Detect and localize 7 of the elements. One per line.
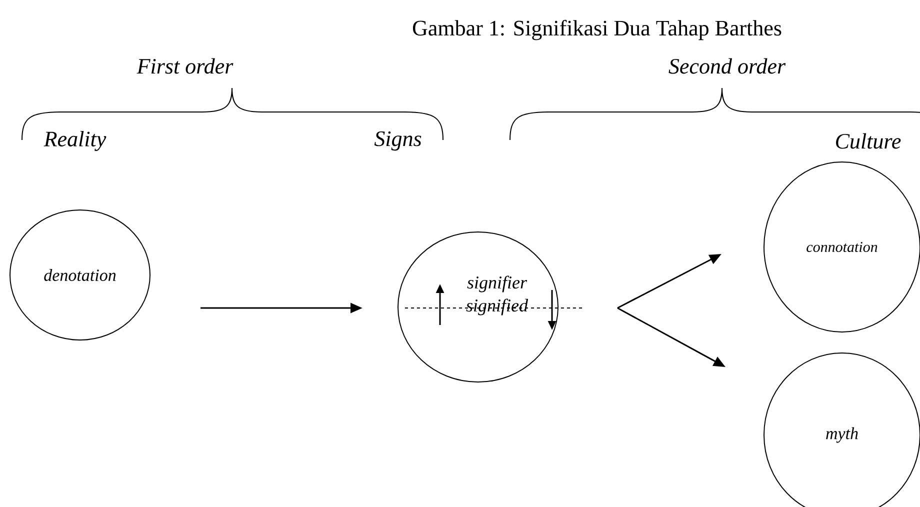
figure-title: Gambar 1: Signifikasi Dua Tahap Barthes bbox=[412, 20, 782, 40]
italic-label: First order bbox=[136, 58, 234, 74]
ellipse-node: signifier signified bbox=[398, 232, 558, 382]
ellipse-node: denotation bbox=[10, 210, 150, 340]
italic-label: Reality bbox=[44, 131, 106, 152]
italic-label: Second order bbox=[668, 58, 786, 74]
italic-label: Signs bbox=[374, 131, 422, 151]
